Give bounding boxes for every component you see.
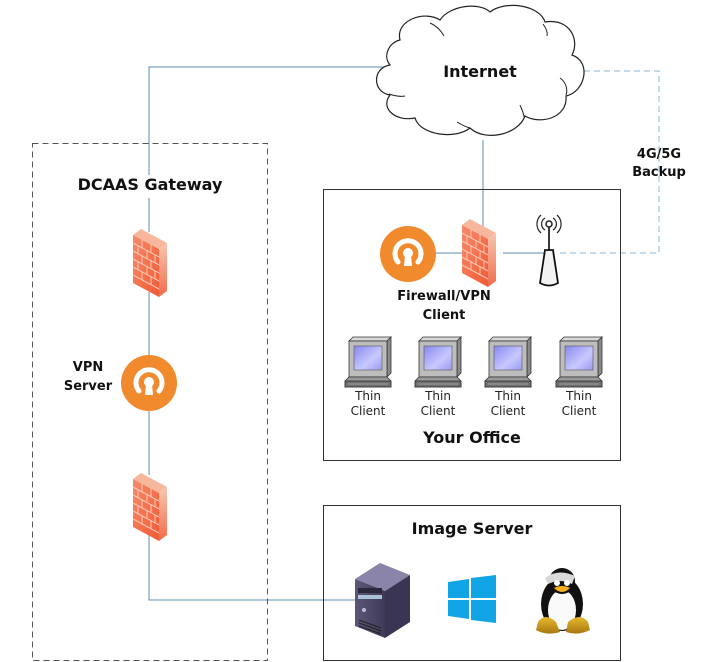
windows-logo-icon <box>448 575 496 623</box>
thin-client-label-2: Thin Client <box>410 389 466 419</box>
office-firewall-icon <box>461 218 497 288</box>
thin-client-label-4-line2: Client <box>561 404 597 418</box>
thin-client-icon-4 <box>555 336 603 388</box>
gateway-title: DCAAS Gateway <box>60 175 240 194</box>
thin-client-label-1-line1: Thin <box>355 389 381 403</box>
firewall-vpn-label-line2: Client <box>422 308 466 323</box>
thin-client-label-2-line1: Thin <box>425 389 451 403</box>
internet-label: Internet <box>443 62 517 81</box>
vpn-client-icon <box>380 226 436 282</box>
vpn-server-icon <box>121 355 177 411</box>
thin-client-label-4-line1: Thin <box>566 389 592 403</box>
thin-client-label-3: Thin Client <box>480 389 536 419</box>
thin-client-label-3-line1: Thin <box>495 389 521 403</box>
connector-backup-dashed <box>560 70 660 254</box>
thin-client-icon-2 <box>414 336 462 388</box>
thin-client-label-1-line2: Client <box>350 404 386 418</box>
backup-label-line2: Backup <box>632 165 686 180</box>
vpn-server-label-line1: VPN <box>72 360 104 375</box>
linux-tux-icon <box>536 568 590 634</box>
firewall-vpn-label-line1: Firewall/VPN <box>397 289 491 304</box>
vpn-server-label-line2: Server <box>63 379 113 394</box>
internet-cloud-icon <box>375 4 585 136</box>
thin-client-label-2-line2: Client <box>420 404 456 418</box>
thin-client-label-1: Thin Client <box>340 389 396 419</box>
office-title: Your Office <box>423 428 521 447</box>
thin-client-label-3-line2: Client <box>490 404 526 418</box>
gateway-firewall-top-icon <box>132 228 168 298</box>
thin-client-icon-1 <box>344 336 392 388</box>
thin-client-label-4: Thin Client <box>551 389 607 419</box>
backup-label-line1: 4G/5G <box>636 147 682 162</box>
cellular-modem-icon <box>536 214 562 287</box>
connectors <box>148 66 660 601</box>
connector-firewall-to-image-server <box>148 532 372 601</box>
server-tower-icon <box>355 563 410 638</box>
thin-client-icon-3 <box>484 336 532 388</box>
connector-cloud-to-gateway <box>148 66 386 175</box>
gateway-box <box>32 143 268 661</box>
image-server-title: Image Server <box>411 519 533 538</box>
office-box <box>323 189 621 461</box>
image-server-box <box>323 505 621 661</box>
gateway-firewall-bottom-icon <box>132 472 168 542</box>
